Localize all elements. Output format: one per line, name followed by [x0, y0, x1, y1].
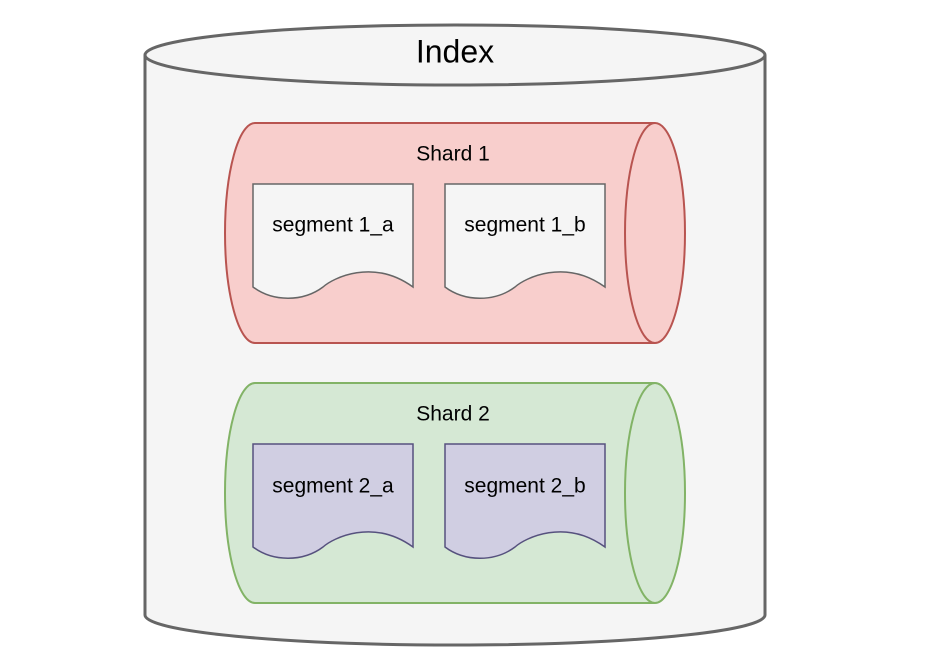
- segment-1-a-document: [252, 183, 414, 299]
- shard-1: Shard 1 segment 1_a segment 1_b: [224, 122, 686, 344]
- segment-1-b: segment 1_b: [444, 183, 606, 299]
- shard-2-label: Shard 2: [416, 403, 490, 426]
- index-cylinder-top: [143, 23, 767, 87]
- segment-2-a-document: [252, 443, 414, 559]
- segment-2-b: segment 2_b: [444, 443, 606, 559]
- segment-2-a-label: segment 2_a: [272, 475, 394, 498]
- segment-1-b-label: segment 1_b: [464, 214, 585, 237]
- segment-2-a: segment 2_a: [252, 443, 414, 559]
- shard-2-end-cap: [624, 382, 656, 604]
- segment-2-b-label: segment 2_b: [464, 475, 585, 498]
- segment-1-b-document: [444, 183, 606, 299]
- segment-1-a-label: segment 1_a: [272, 214, 394, 237]
- shard-2: Shard 2 segment 2_a segment 2_b: [224, 382, 686, 604]
- shard-1-label: Shard 1: [416, 143, 490, 166]
- segment-1-a: segment 1_a: [252, 183, 414, 299]
- segment-2-b-document: [444, 443, 606, 559]
- index-title: Index: [416, 33, 494, 69]
- shard-1-end-cap: [624, 122, 656, 344]
